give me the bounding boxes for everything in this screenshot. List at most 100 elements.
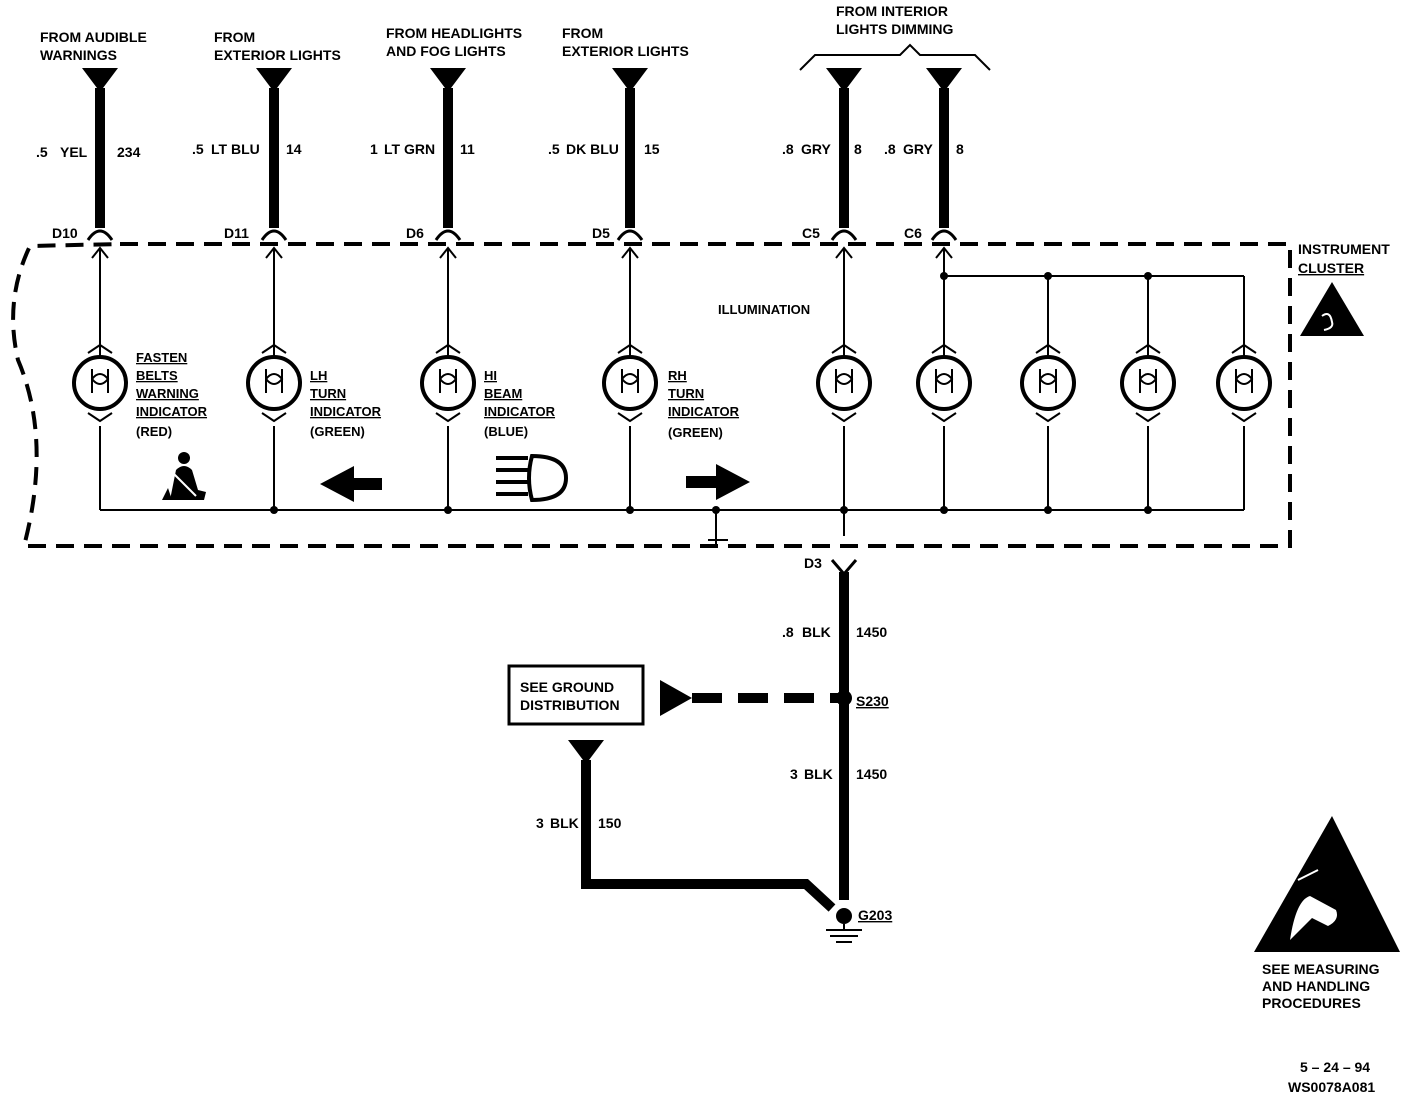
- pin-label: D10: [52, 225, 78, 241]
- ground-symbol-icon: [826, 924, 862, 943]
- svg-text:(BLUE): (BLUE): [484, 424, 528, 439]
- svg-text:FROM AUDIBLE: FROM AUDIBLE: [40, 29, 147, 45]
- wire-label-14: .5 LT BLU 14: [192, 141, 302, 157]
- connector-pin-icon: [930, 229, 958, 241]
- indicator-label-lh-turn: LH TURN INDICATOR (GREEN): [310, 368, 382, 439]
- wire-label-circuit: 1450: [856, 624, 887, 640]
- svg-text:FROM: FROM: [214, 29, 255, 45]
- left-arrow-icon: [320, 466, 382, 502]
- bulb-rh-turn-icon: [602, 343, 658, 423]
- source-arrow-icon: [256, 68, 292, 92]
- svg-text:BELTS: BELTS: [136, 368, 178, 383]
- svg-text:INDICATOR: INDICATOR: [136, 404, 208, 419]
- esd-warning-icon: [1254, 816, 1400, 952]
- svg-text:LT BLU: LT BLU: [211, 141, 260, 157]
- wire-label-circuit: 1450: [856, 766, 887, 782]
- svg-text:(RED): (RED): [136, 424, 172, 439]
- svg-text:15: 15: [644, 141, 660, 157]
- svg-text:INDICATOR: INDICATOR: [668, 404, 740, 419]
- svg-text:FROM INTERIOR: FROM INTERIOR: [836, 3, 948, 19]
- ground-distribution-label: DISTRIBUTION: [520, 697, 620, 713]
- svg-text:.5: .5: [192, 141, 204, 157]
- source-label-audible-warnings: FROM AUDIBLE WARNINGS: [40, 29, 147, 63]
- wire-label-color: BLK: [804, 766, 833, 782]
- svg-text:BEAM: BEAM: [484, 386, 522, 401]
- pin-label: D11: [224, 225, 249, 241]
- wire-label-color: BLK: [550, 815, 579, 831]
- svg-text:8: 8: [956, 141, 964, 157]
- svg-text:INSTRUMENT: INSTRUMENT: [1298, 241, 1390, 257]
- instrument-cluster-label: INSTRUMENT CLUSTER: [1298, 241, 1390, 276]
- ground-point-dot: [836, 908, 852, 924]
- connector-pin-icon: [830, 559, 858, 577]
- svg-text:EXTERIOR LIGHTS: EXTERIOR LIGHTS: [214, 47, 341, 63]
- svg-text:INDICATOR: INDICATOR: [484, 404, 556, 419]
- wire-label-11: 1 LT GRN 11: [370, 141, 475, 157]
- dimming-bracket: [799, 43, 991, 71]
- source-arrow-icon: [430, 68, 466, 92]
- source-arrow-icon: [926, 68, 962, 92]
- svg-text:FROM HEADLIGHTS: FROM HEADLIGHTS: [386, 25, 522, 41]
- svg-text:1: 1: [370, 141, 378, 157]
- svg-text:TURN: TURN: [668, 386, 704, 401]
- svg-text:FROM: FROM: [562, 25, 603, 41]
- svg-text:AND HANDLING: AND HANDLING: [1262, 978, 1370, 994]
- svg-text:234: 234: [117, 144, 141, 160]
- svg-text:RH: RH: [668, 368, 687, 383]
- figure-id: WS0078A081: [1288, 1079, 1375, 1095]
- wire-label-gauge: 3: [790, 766, 798, 782]
- svg-text:CLUSTER: CLUSTER: [1298, 260, 1364, 276]
- svg-text:8: 8: [854, 141, 862, 157]
- wire-label-15: .5 DK BLU 15: [548, 141, 660, 157]
- source-label-exterior-lights-2: FROM EXTERIOR LIGHTS: [562, 25, 689, 59]
- svg-text:.8: .8: [884, 141, 896, 157]
- bulb-hi-beam-icon: [420, 343, 476, 423]
- right-arrow-icon: [686, 464, 750, 500]
- source-arrow-icon: [568, 740, 604, 764]
- wire-label-234: .5 YEL 234: [36, 144, 141, 160]
- svg-text:WARNINGS: WARNINGS: [40, 47, 117, 63]
- svg-text:EXTERIOR LIGHTS: EXTERIOR LIGHTS: [562, 43, 689, 59]
- bulb-illumination-icon: [1120, 343, 1176, 423]
- pin-label: D5: [592, 225, 610, 241]
- indicator-label-fasten-belts: FASTEN BELTS WARNING INDICATOR (RED): [136, 350, 208, 439]
- svg-text:LT GRN: LT GRN: [384, 141, 435, 157]
- connector-pin-icon: [616, 229, 644, 241]
- pin-label: C5: [802, 225, 820, 241]
- bulb-illumination-icon: [1216, 343, 1272, 423]
- pin-label: D6: [406, 225, 424, 241]
- svg-text:GRY: GRY: [801, 141, 831, 157]
- ground-distribution-box: [507, 664, 645, 726]
- wire-label-gauge: 3: [536, 815, 544, 831]
- svg-text:YEL: YEL: [60, 144, 88, 160]
- wire-label-color: BLK: [802, 624, 831, 640]
- svg-text:.8: .8: [782, 141, 794, 157]
- source-label-headlights-fog: FROM HEADLIGHTS AND FOG LIGHTS: [386, 25, 522, 59]
- esd-note: SEE MEASURING AND HANDLING PROCEDURES: [1262, 961, 1380, 1011]
- esd-warning-small-icon: [1300, 282, 1364, 336]
- bulb-illumination-icon: [1020, 343, 1076, 423]
- connector-pin-icon: [260, 229, 288, 241]
- source-arrow-icon: [82, 68, 118, 92]
- bulb-lh-turn-icon: [246, 343, 302, 423]
- svg-text:WARNING: WARNING: [136, 386, 199, 401]
- svg-text:TURN: TURN: [310, 386, 346, 401]
- wire-150: [581, 760, 836, 912]
- source-label-interior-dimming: FROM INTERIOR LIGHTS DIMMING: [836, 3, 954, 37]
- source-label-exterior-lights-1: FROM EXTERIOR LIGHTS: [214, 29, 341, 63]
- illumination-label: ILLUMINATION: [718, 302, 810, 317]
- svg-text:.5: .5: [548, 141, 560, 157]
- svg-text:(GREEN): (GREEN): [668, 425, 723, 440]
- seatbelt-icon: [162, 452, 206, 500]
- svg-text:DK BLU: DK BLU: [566, 141, 619, 157]
- bulb-seatbelt-icon: [72, 343, 128, 423]
- svg-text:11: 11: [460, 141, 475, 157]
- instrument-cluster-boundary: [11, 242, 1292, 548]
- svg-text:INDICATOR: INDICATOR: [310, 404, 382, 419]
- svg-text:HI: HI: [484, 368, 497, 383]
- source-arrow-icon: [826, 68, 862, 92]
- date-code: 5 – 24 – 94: [1300, 1059, 1370, 1075]
- svg-text:FASTEN: FASTEN: [136, 350, 187, 365]
- wire-label-circuit: 150: [598, 815, 622, 831]
